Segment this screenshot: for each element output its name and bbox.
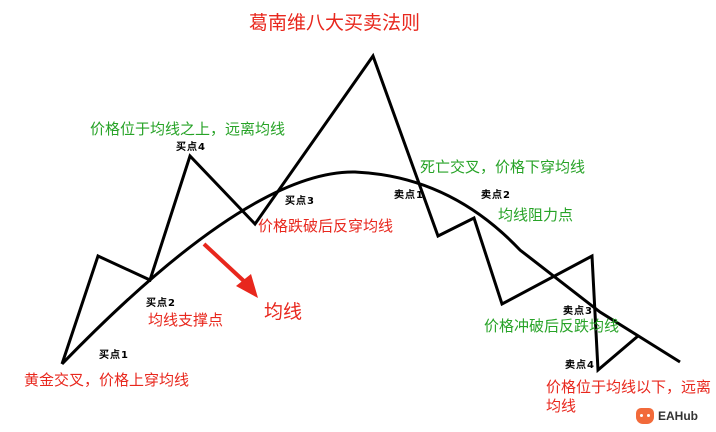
buy4-description: 价格位于均线之上，远离均线 [90,120,286,138]
sell-point-3: 卖点3 [563,306,593,317]
sell4-description: 价格位于均线以下，远离均线 [546,378,712,415]
buy3-description: 价格跌破后反穿均线 [258,217,394,235]
ma-pointer-arrow [202,242,258,298]
sell3-description: 价格冲破后反跌均线 [484,317,620,335]
buy-point-2: 买点2 [146,298,176,309]
ma-label: 均线 [264,301,303,323]
buy-point-1: 买点1 [99,350,129,361]
sell-point-4: 卖点4 [565,360,595,371]
buy-point-4: 买点4 [176,142,206,153]
buy-point-3: 买点3 [285,196,315,207]
buy2-description: 均线支撑点 [148,311,224,329]
eahub-logo-icon [636,408,654,424]
sell2-description: 均线阻力点 [498,206,574,224]
buy1-description: 黄金交叉，价格上穿均线 [24,371,190,389]
moving-average-curve [60,170,681,366]
sell-point-1: 卖点1 [394,190,424,201]
sell1-description: 死亡交叉，价格下穿均线 [420,158,586,176]
price-line [60,52,639,374]
sell-point-2: 卖点2 [481,190,511,201]
page-title: 葛南维八大买卖法则 [249,12,421,34]
watermark-text: EAHub [658,409,698,423]
watermark-logo: EAHub [636,408,698,424]
